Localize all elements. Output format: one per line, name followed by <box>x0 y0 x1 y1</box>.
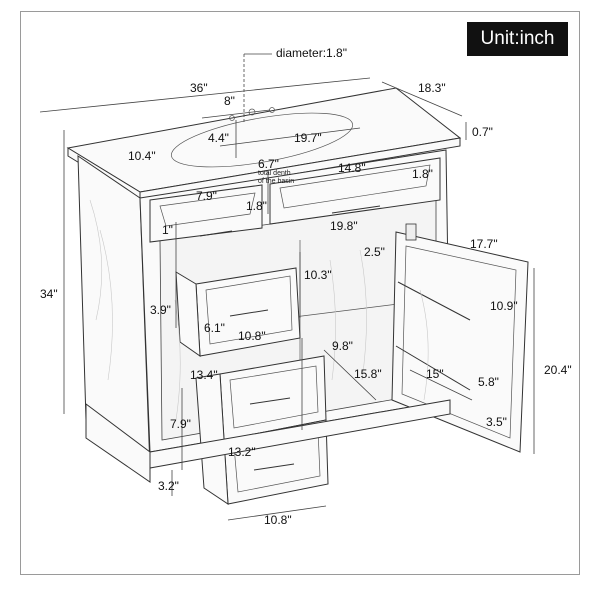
dimension-label: 19.8" <box>330 219 358 233</box>
unit-badge: Unit:inch <box>467 22 568 56</box>
dimension-label: 34" <box>40 287 58 301</box>
dimension-label: 6.1" <box>204 321 225 335</box>
dimension-label: 13.4" <box>190 368 218 382</box>
dimension-label: 1" <box>162 223 173 237</box>
dimension-label: 5.8" <box>478 375 499 389</box>
door-hinge <box>405 223 417 241</box>
dimension-label: 17.7" <box>470 237 498 251</box>
dimension-label: 10.9" <box>490 299 518 313</box>
dimension-label: 10.3" <box>304 268 332 282</box>
dimension-label: 3.9" <box>150 303 171 317</box>
dimension-label: 9.8" <box>332 339 353 353</box>
dimension-label: 10.8" <box>238 329 266 343</box>
dimension-label: 18.3" <box>418 81 446 95</box>
basin-note-line-1: total denth <box>258 170 291 177</box>
dimension-label: 7.9" <box>196 189 217 203</box>
dimension-label: 2.5" <box>364 245 385 259</box>
dimension-labels: diameter:1.8" 36" 18.3" 8" 4.4" 19.7" 0.7" 10.4… <box>40 46 572 527</box>
dimension-label: 6.7" <box>258 157 279 171</box>
basin-note-line-2: of the basin <box>258 178 294 185</box>
dimension-label: 3.5" <box>486 415 507 429</box>
dimension-label: 1.8" <box>412 167 433 181</box>
dimension-label: 4.4" <box>208 131 229 145</box>
dimension-label: 14.8" <box>338 161 366 175</box>
dimension-label: 15.8" <box>354 367 382 381</box>
dimension-label: 10.4" <box>128 149 156 163</box>
dimension-label: 15" <box>426 367 444 381</box>
dimension-label: 36" <box>190 81 208 95</box>
basin-outline <box>170 112 354 168</box>
tilt-drawer-left <box>149 184 263 243</box>
dimension-label: diameter:1.8" <box>276 46 347 60</box>
dimension-label: 1.8" <box>246 199 267 213</box>
dimension-label: 3.2" <box>158 479 179 493</box>
dimension-label: 8" <box>224 94 235 108</box>
dimension-label: 10.8" <box>264 513 292 527</box>
tilt-drawer-right <box>269 157 441 225</box>
dimension-label: 7.9" <box>170 417 191 431</box>
dimension-label: 20.4" <box>544 363 572 377</box>
vanity-cabinet-drawing <box>66 87 529 505</box>
open-door <box>391 231 529 453</box>
dimension-label: 19.7" <box>294 131 322 145</box>
dimension-label: 13.2" <box>228 445 256 459</box>
dimension-label: 0.7" <box>472 125 493 139</box>
dimension-lines <box>39 53 535 521</box>
